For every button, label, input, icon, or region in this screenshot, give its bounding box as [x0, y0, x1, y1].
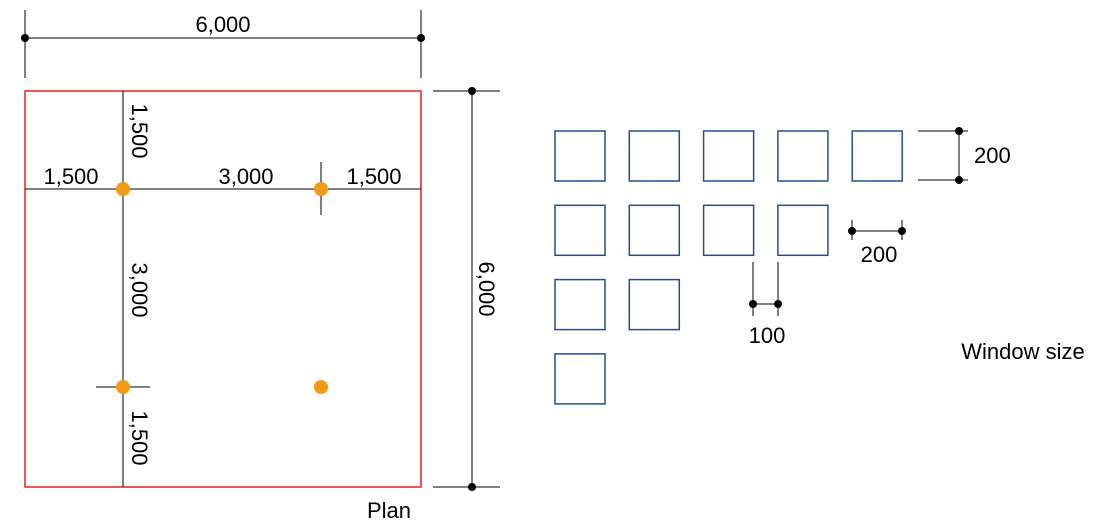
top-offset-label: 1,500 — [127, 103, 152, 158]
middle-span-label: 3,000 — [127, 262, 152, 317]
window-square — [554, 130, 606, 182]
dimension-tick — [417, 34, 425, 42]
dimension-tick — [955, 127, 963, 135]
overall-width-label: 6,000 — [195, 12, 250, 37]
column-marker — [116, 380, 130, 394]
window-square — [628, 278, 681, 331]
column-marker — [116, 182, 130, 196]
window-size-caption: Window size — [961, 339, 1084, 364]
dimension-tick — [21, 34, 29, 42]
window-width-dimension: 200 — [848, 220, 906, 267]
dimension-tick — [749, 300, 757, 308]
window-square — [628, 204, 681, 257]
window-square — [554, 278, 606, 331]
dimension-tick — [468, 483, 476, 491]
window-grid — [554, 130, 903, 405]
plan-caption: Plan — [367, 498, 411, 523]
left-offset-label: 1,500 — [43, 164, 98, 189]
dimension-tick — [468, 87, 476, 95]
right-offset-label: 1,500 — [346, 164, 401, 189]
window-square — [777, 130, 829, 182]
overall-depth-label: 6,000 — [474, 261, 499, 316]
column-marker — [314, 182, 328, 196]
window-height-label: 200 — [974, 143, 1011, 168]
window-square — [851, 130, 903, 182]
window-layout: 200 200 100 Window size — [554, 127, 1085, 405]
window-square — [777, 204, 829, 257]
window-height-dimension: 200 — [918, 127, 1011, 184]
center-span-label: 3,000 — [218, 164, 273, 189]
window-square — [628, 130, 681, 182]
plan-outline — [24, 90, 422, 488]
overall-width-dimension: 6,000 — [21, 10, 425, 78]
window-square — [554, 353, 606, 405]
dimension-tick — [898, 227, 906, 235]
dimension-tick — [774, 300, 782, 308]
window-square — [702, 130, 755, 182]
window-gap-label: 100 — [749, 323, 786, 348]
window-square — [702, 204, 755, 257]
window-gap-dimension: 100 — [749, 262, 786, 348]
window-width-label: 200 — [861, 242, 898, 267]
plan-drawing: 6,000 1,500 3,000 1,500 1,500 3,000 1,50… — [21, 10, 500, 523]
bottom-offset-label: 1,500 — [127, 410, 152, 465]
column-marker — [314, 380, 328, 394]
overall-depth-dimension: 6,000 — [433, 87, 500, 491]
dimension-tick — [955, 176, 963, 184]
dimension-tick — [848, 227, 856, 235]
window-square — [554, 204, 606, 257]
